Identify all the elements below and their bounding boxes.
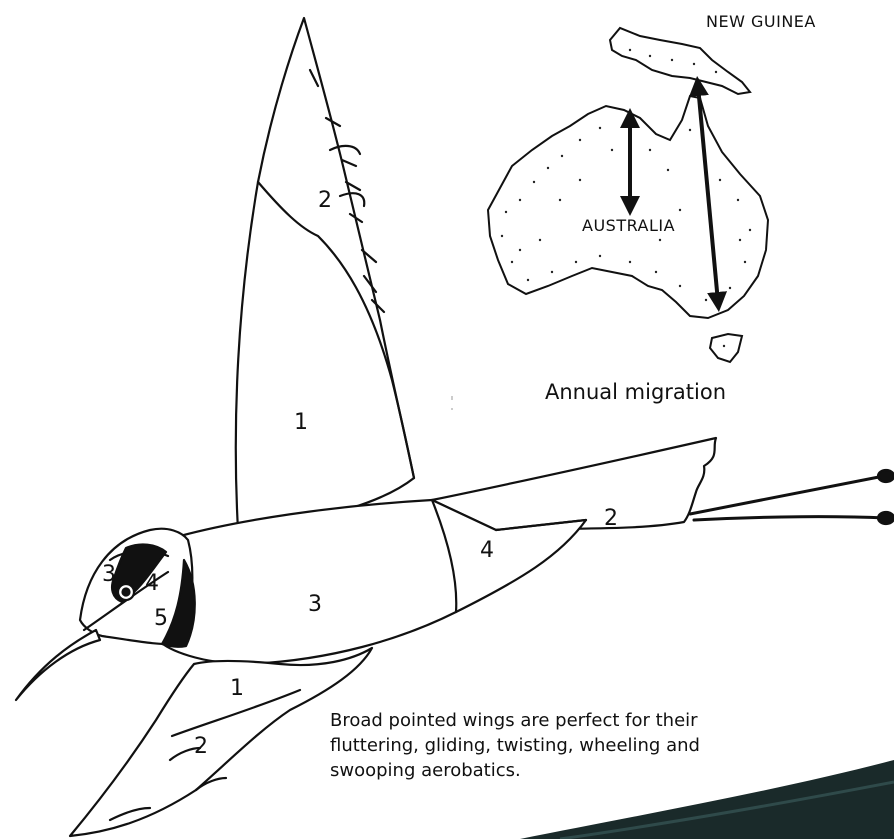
australia-label: AUSTRALIA	[582, 216, 675, 235]
beak	[16, 630, 100, 700]
lower-wing-label-1: 1	[230, 678, 244, 700]
upper-wing-label-1: 1	[294, 412, 308, 434]
head-label-5: 5	[154, 608, 168, 630]
upper-wing	[236, 18, 414, 530]
tail-streamers	[690, 476, 886, 520]
upper-wing-label-2: 2	[318, 190, 332, 212]
head-label-4: 4	[145, 573, 159, 595]
lower-wing	[70, 648, 372, 836]
head-label-3: 3	[102, 564, 116, 586]
tail	[432, 438, 716, 530]
body-label-3: 3	[308, 594, 322, 616]
tasmania-outline	[710, 334, 742, 362]
rump-label-4: 4	[480, 540, 494, 562]
tail-label-2: 2	[604, 508, 618, 530]
new-guinea-outline	[610, 28, 750, 94]
description-text: Broad pointed wings are perfect for thei…	[330, 708, 790, 783]
lower-wing-label-2: 2	[194, 736, 208, 758]
migration-caption: Annual migration	[545, 380, 726, 404]
new-guinea-label: NEW GUINEA	[706, 12, 816, 31]
